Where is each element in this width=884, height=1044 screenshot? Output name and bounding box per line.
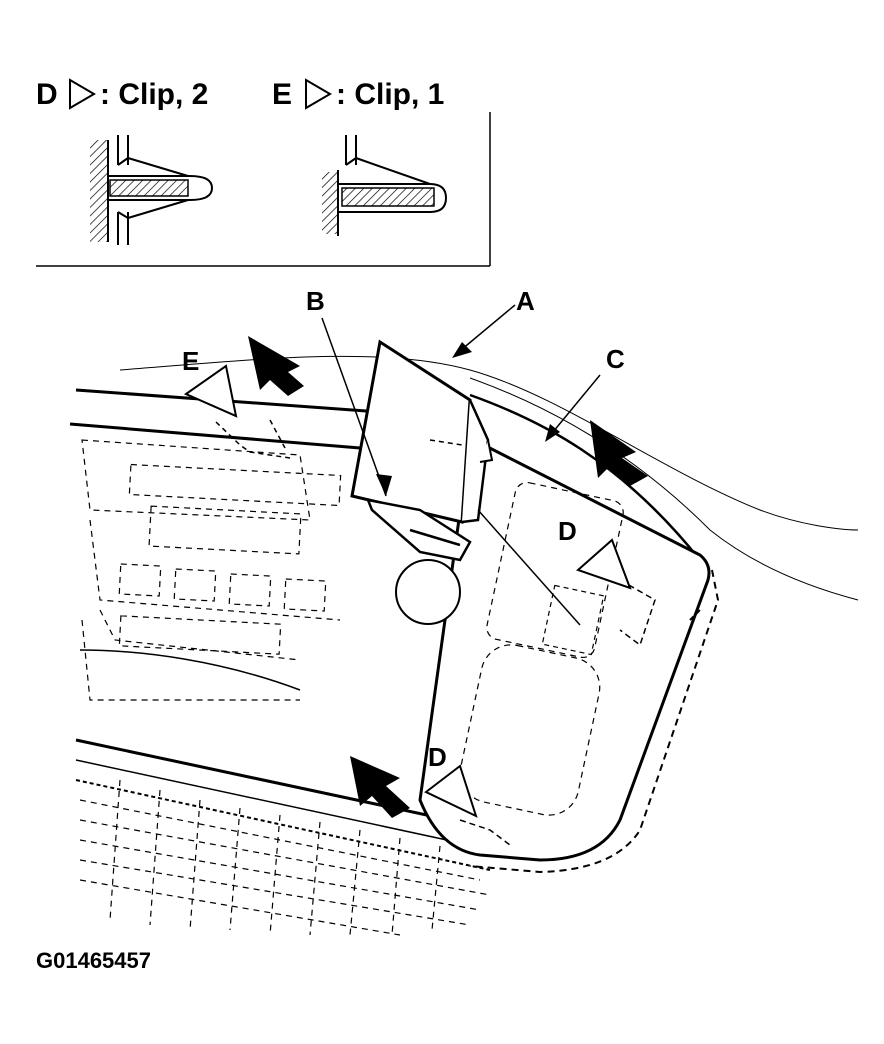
legend-e-letter: E: [272, 78, 293, 111]
figure-id: G01465457: [36, 948, 151, 973]
clip-markers: [183, 364, 632, 818]
callout-d-upper: D: [558, 516, 577, 546]
clip-d-detail: [90, 135, 214, 245]
clip-d-lower-triangle: [424, 764, 478, 818]
direction-arrows: [248, 336, 648, 818]
legend-d-triangle-icon: [69, 78, 96, 110]
legend-d-label: : Clip, 2: [100, 78, 209, 111]
legend-triangles: [69, 78, 332, 110]
connector-b: [365, 498, 472, 625]
callout-c: C: [606, 344, 625, 374]
component-a: [350, 339, 494, 524]
clip-e-detail: [322, 135, 448, 236]
dashboard-dashed-details: [75, 439, 491, 936]
legend-d-letter: D: [36, 78, 58, 111]
callout-b: B: [306, 286, 325, 316]
legend-e-triangle-icon: [305, 78, 332, 110]
legend-frame: [36, 112, 491, 267]
leader-arrowheads: [376, 342, 560, 496]
clip-e-triangle: [183, 364, 238, 418]
callout-e: E: [182, 346, 200, 376]
callout-a: A: [516, 286, 535, 316]
leader-lines: [321, 304, 601, 626]
callout-d-lower: D: [428, 742, 447, 772]
clip-d-upper-triangle: [576, 538, 632, 590]
legend-e-label: : Clip, 1: [336, 78, 445, 111]
panel-c: [418, 438, 720, 874]
dashboard-outline: [69, 355, 859, 846]
clip-marker-dashes: [215, 419, 291, 459]
